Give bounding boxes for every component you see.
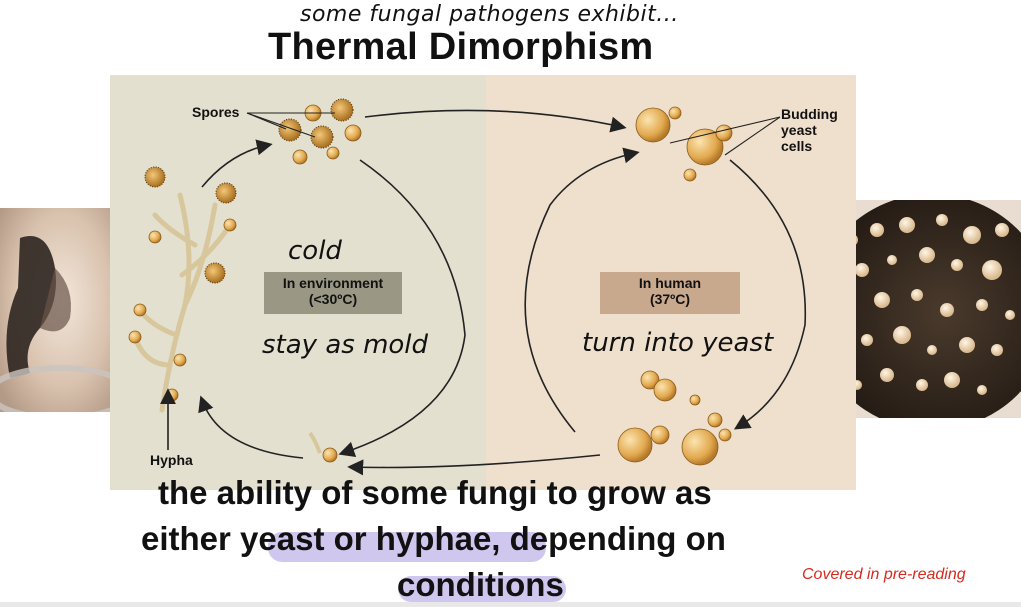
- slide-title: Thermal Dimorphism: [268, 26, 654, 68]
- budding-yeast-cells-bottom: [617, 370, 732, 466]
- definition-line-3: conditions: [397, 566, 564, 603]
- thermal-dimorphism-diagram: [110, 75, 856, 490]
- handwritten-stay-as-mold: stay as mold: [262, 330, 429, 360]
- highlight-conditions: [398, 576, 566, 602]
- handwritten-cold: cold: [288, 236, 342, 266]
- definition-line-1: the ability of some fungi to grow as: [158, 474, 712, 511]
- spore-cluster: [292, 104, 362, 165]
- hypha-spiky-spores: [144, 166, 237, 284]
- germinating-spore: [308, 431, 338, 463]
- hypha-label: Hypha: [150, 452, 193, 468]
- environment-condition-box: In environment (<30ºC): [264, 272, 402, 314]
- budding-yeast-label: Budding yeast cells: [781, 106, 838, 154]
- pre-reading-note: Covered in pre-reading: [802, 566, 966, 583]
- yeast-colonies-photo: [832, 200, 1021, 418]
- spores-label: Spores: [192, 104, 240, 120]
- handwritten-subtitle: some fungal pathogens exhibit...: [300, 2, 679, 27]
- human-condition-box: In human (37ºC): [600, 272, 740, 314]
- highlight-yeast-or-hyphae: [268, 532, 546, 562]
- definition-line-2: either yeast or hyphae, depending on: [141, 520, 726, 557]
- spore-cluster-spiky: [278, 98, 354, 149]
- budding-yeast-cells-top: [635, 106, 733, 182]
- mold-culture-photo: [0, 208, 114, 412]
- handwritten-turn-into-yeast: turn into yeast: [582, 328, 774, 358]
- bottom-divider: [0, 602, 1021, 607]
